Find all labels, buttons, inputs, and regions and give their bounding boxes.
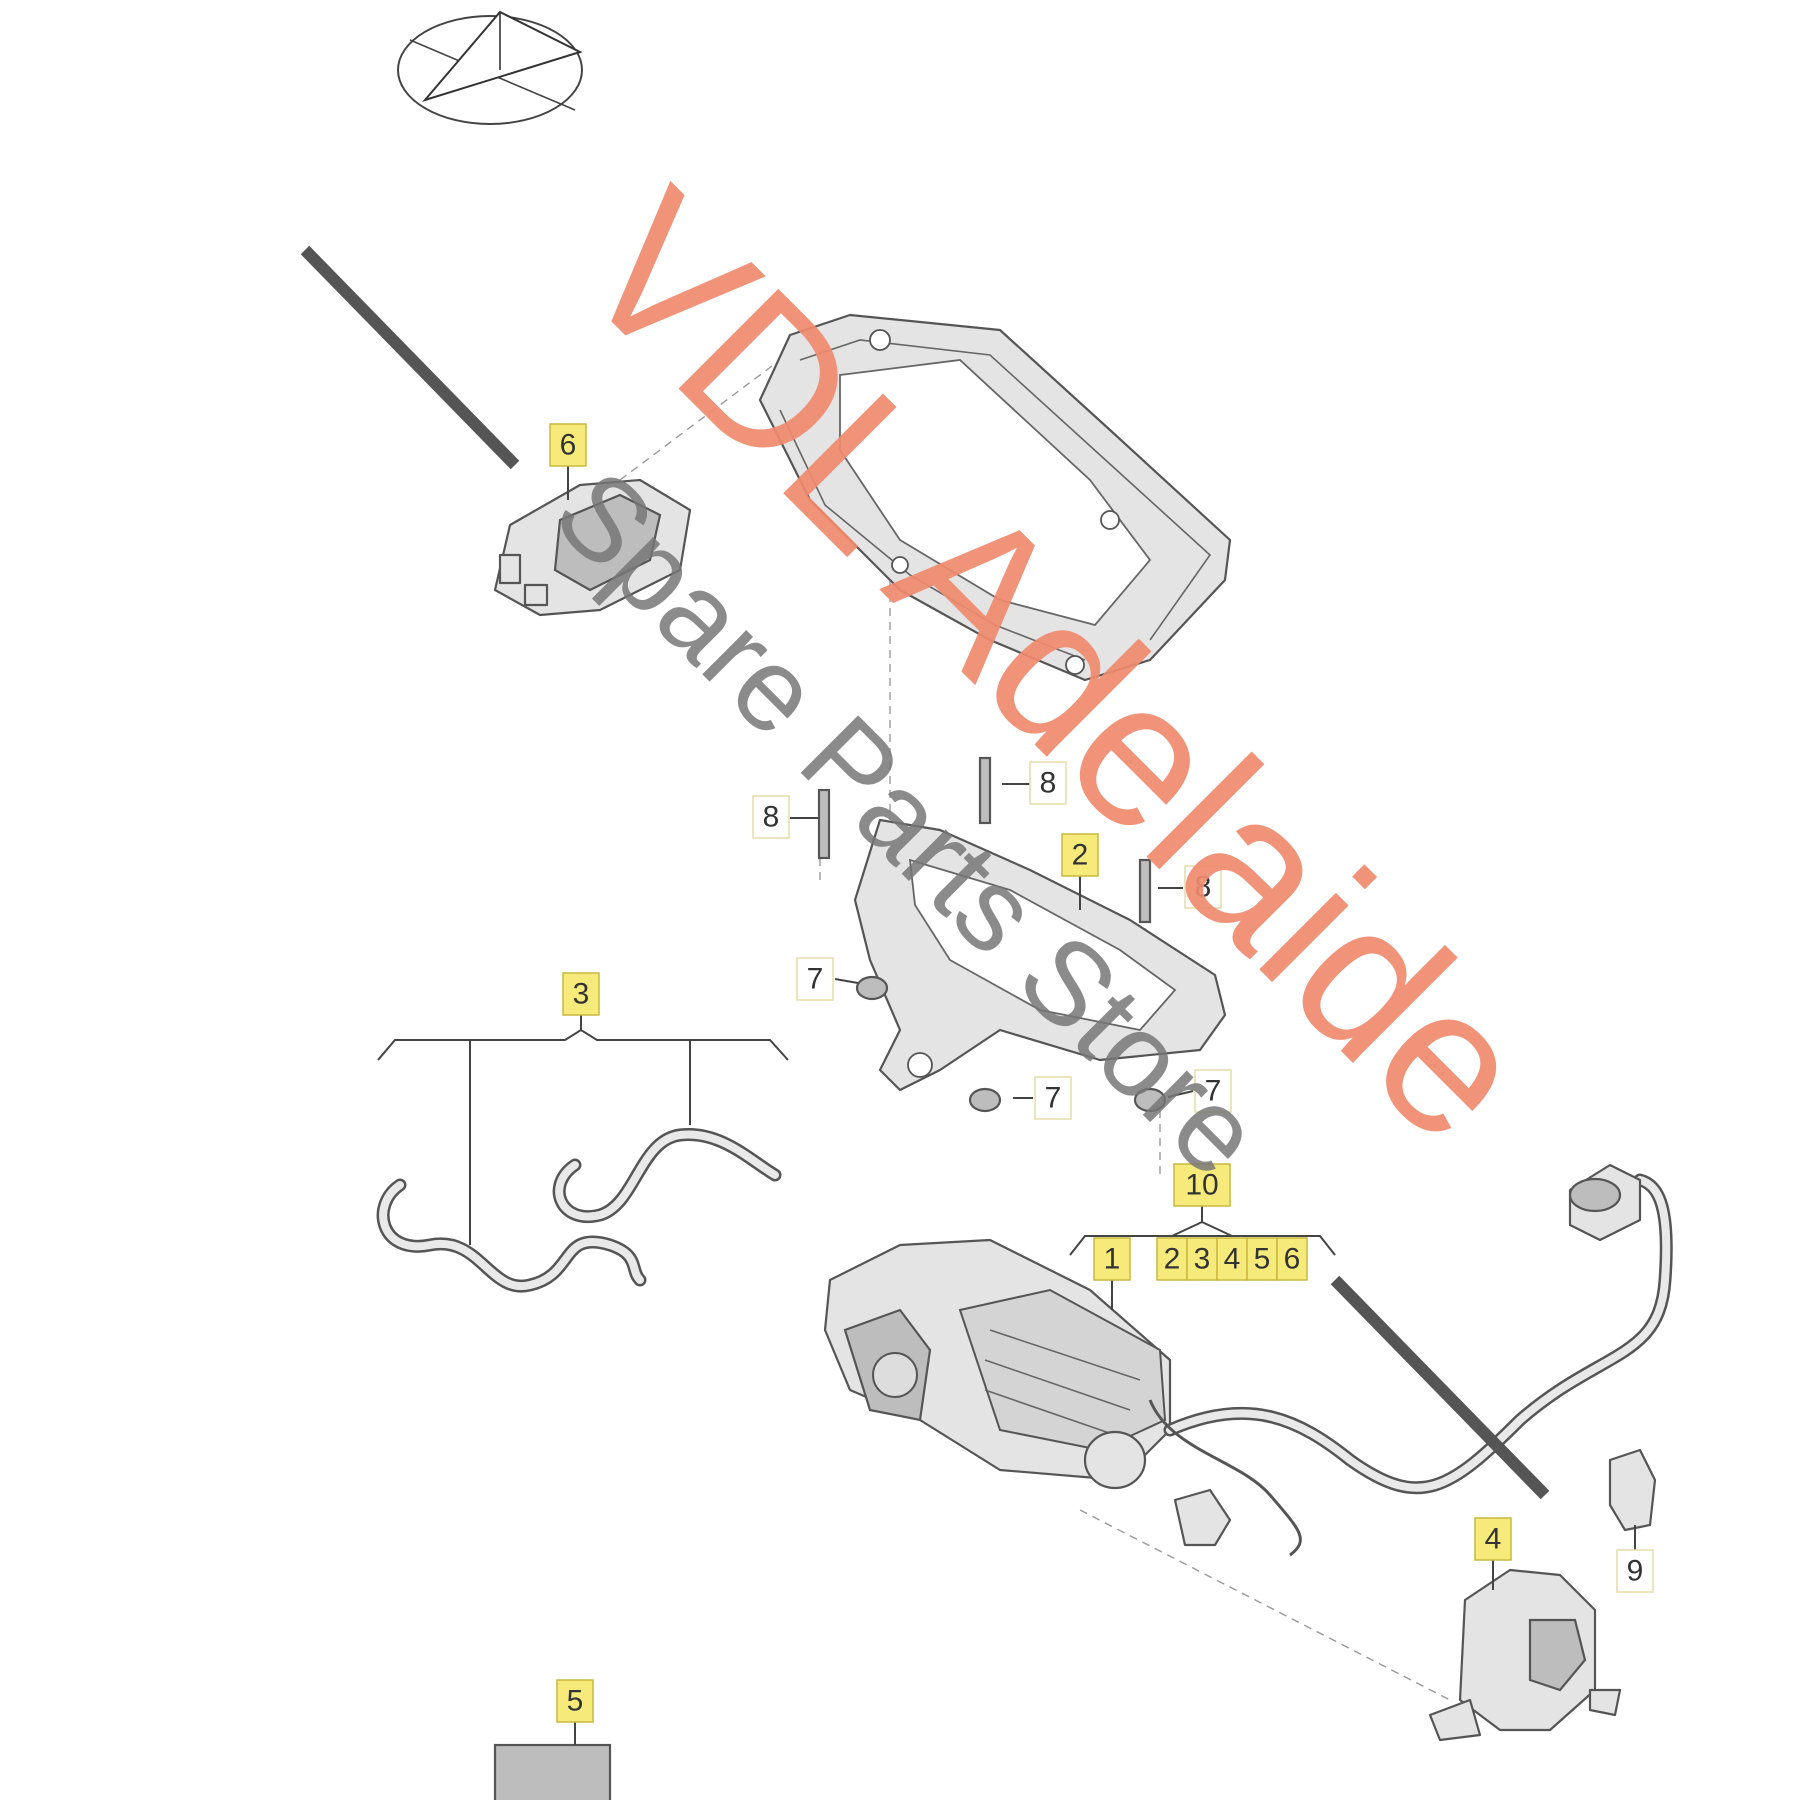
callout-7a: 7	[796, 957, 834, 1001]
nut-7b	[968, 1087, 1002, 1113]
decor-bars	[300, 245, 1550, 1500]
part-4-housing	[1428, 1568, 1622, 1742]
callout-8c: 8	[1184, 865, 1222, 909]
subframe	[758, 313, 1232, 682]
svg-text:9: 9	[1627, 1555, 1644, 1588]
stud-8c	[1138, 858, 1152, 924]
svg-text:8: 8	[1040, 767, 1057, 800]
part-9-valve	[1608, 1448, 1657, 1532]
svg-text:7: 7	[807, 963, 824, 996]
callout-7b: 7	[1034, 1076, 1072, 1120]
wiring-connector	[1148, 1399, 1302, 1557]
callout-9: 9	[1616, 1549, 1654, 1593]
svg-text:8: 8	[1195, 871, 1212, 904]
callout-7c: 7	[1194, 1069, 1232, 1113]
svg-text:4: 4	[1485, 1523, 1502, 1556]
svg-text:5: 5	[1254, 1243, 1271, 1276]
callout-4: 4	[1474, 1517, 1512, 1561]
svg-text:6: 6	[1284, 1243, 1301, 1276]
stud-8b	[978, 756, 992, 825]
svg-text:5: 5	[567, 1685, 584, 1718]
part-3-hoses	[376, 1127, 782, 1293]
svg-text:7: 7	[1045, 1082, 1062, 1115]
callout-8a: 8	[752, 795, 790, 839]
svg-text:3: 3	[573, 978, 590, 1011]
nut-7a	[855, 975, 889, 1001]
callout-1: 1	[1093, 1237, 1131, 1281]
part-6-module	[493, 478, 692, 617]
svg-text:4: 4	[1224, 1243, 1241, 1276]
paper-plane-logo-icon	[397, 10, 583, 125]
subgroup-10-callouts: 2 3 4 5 6	[1156, 1237, 1308, 1281]
part-1-compressor	[823, 1238, 1172, 1490]
callout-5: 5	[556, 1679, 594, 1723]
stud-8a	[817, 788, 831, 860]
callout-2: 2	[1061, 833, 1099, 877]
svg-text:6: 6	[560, 429, 577, 462]
callout-6: 6	[549, 423, 587, 467]
air-line	[1163, 1163, 1673, 1495]
svg-text:2: 2	[1072, 839, 1089, 872]
svg-text:1: 1	[1104, 1243, 1121, 1276]
callout-3: 3	[562, 972, 600, 1016]
leader-lines	[377, 466, 1636, 1745]
callout-10: 10	[1173, 1163, 1231, 1207]
svg-text:8: 8	[763, 801, 780, 834]
nut-7c	[1133, 1087, 1167, 1113]
callout-8b: 8	[1029, 761, 1067, 805]
svg-text:10: 10	[1185, 1169, 1218, 1202]
svg-text:2: 2	[1164, 1243, 1181, 1276]
svg-text:7: 7	[1205, 1075, 1222, 1108]
svg-text:3: 3	[1194, 1243, 1211, 1276]
part-5-module	[493, 1743, 612, 1800]
